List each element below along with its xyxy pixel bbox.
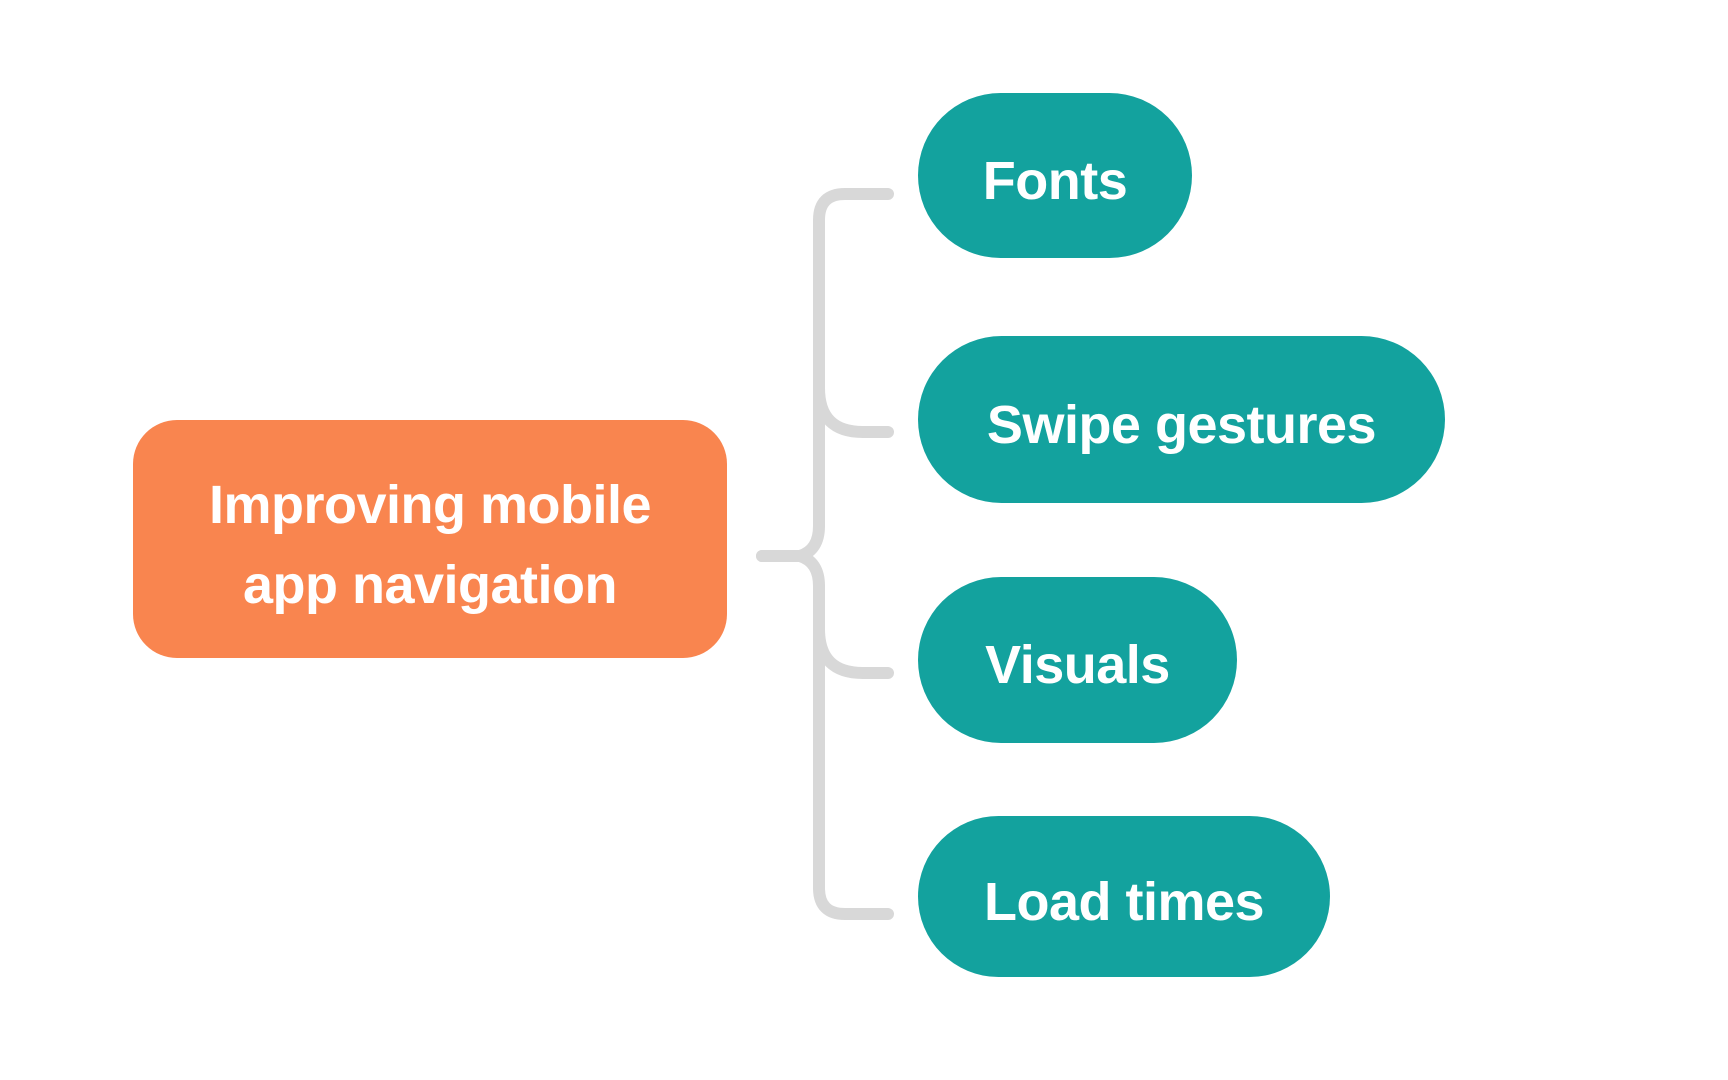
child-node-label: Swipe gestures — [986, 394, 1377, 455]
child-node-label: Fonts — [982, 150, 1128, 211]
child-node-load-times[interactable]: Load times — [918, 816, 1330, 977]
root-node[interactable]: Improving mobile app navigation — [133, 420, 727, 658]
brace-bottom-segment — [756, 550, 894, 920]
branch-visuals — [813, 623, 894, 679]
root-node-label: Improving mobile app navigation — [208, 475, 652, 615]
child-node-swipe-gestures[interactable]: Swipe gestures — [918, 336, 1445, 503]
brace-top-segment — [756, 188, 894, 562]
child-node-label: Visuals — [985, 635, 1170, 695]
child-node-fonts[interactable]: Fonts — [918, 93, 1192, 258]
child-node-visuals[interactable]: Visuals — [918, 577, 1237, 743]
child-node-label: Load times — [983, 871, 1265, 932]
branch-swipe-gestures — [813, 382, 894, 438]
